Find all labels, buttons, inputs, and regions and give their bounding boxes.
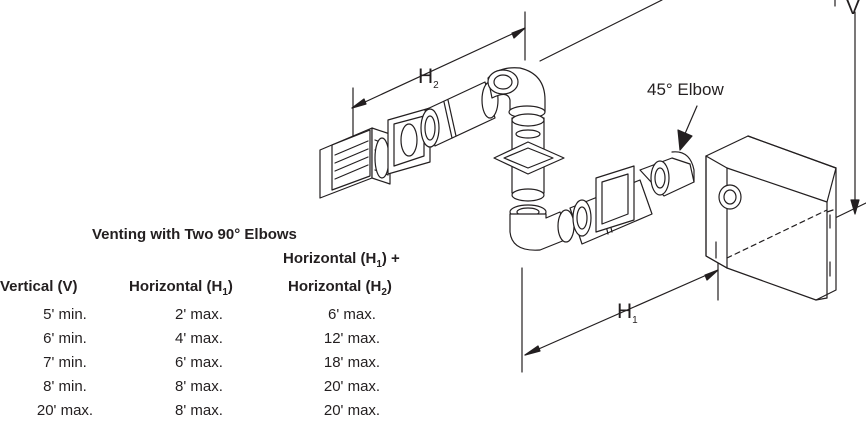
cell-h1: 8' max. [175,402,223,419]
termination-cap [319,127,391,199]
col-header-h1-pre: Horizontal (H [129,278,223,295]
col-header-sum-line2-sub: 2 [381,287,387,298]
vertical-pipe [493,113,565,202]
table-row: 20' max. 8' max. 20' max. [0,402,440,422]
table-row: 5' min. 2' max. 6' max. [0,306,440,326]
cell-vertical: 6' min. [43,330,87,347]
cell-sum: 12' max. [323,330,381,347]
col-header-sum-line1: Horizontal (H1) + [283,250,400,270]
elbow-45-label: 45° Elbow [647,80,724,99]
cell-vertical: 5' min. [43,306,87,323]
h1-label-letter: H [617,300,633,323]
v-label: V [846,0,861,19]
cell-vertical: 20' max. [36,402,94,419]
h1-label: H1 [617,300,638,326]
col-header-vertical: Vertical (V) [0,278,78,295]
cell-h1: 6' max. [175,354,223,371]
cell-h1: 2' max. [175,306,223,323]
col-header-h1-sub: 1 [222,287,228,298]
col-header-sum-line2-post: ) [386,278,392,295]
col-header-sum-line2-pre: Horizontal (H [288,278,382,295]
v-dimension [539,0,866,219]
cell-vertical: 8' min. [43,378,87,395]
appliance [705,135,837,301]
h2-label-letter: H [418,65,434,88]
table-row: 7' min. 6' max. 18' max. [0,354,440,374]
pipe-h2 [420,81,499,148]
cell-vertical: 7' min. [43,354,87,371]
col-header-sum-line1-pre: Horizontal (H [283,250,377,267]
col-header-sum-line1-sub: 1 [376,259,382,270]
table-row: 6' min. 4' max. 12' max. [0,330,440,350]
wall-plate-left [387,107,431,175]
h1-dimension [521,239,719,373]
cell-sum: 20' max. [323,378,381,395]
elbow-pointer-arrow [677,105,698,151]
table-title: Venting with Two 90° Elbows [92,226,297,243]
col-header-h1: Horizontal (H1) [129,278,233,298]
h1-label-sub: 1 [632,315,638,327]
h2-label: H2 [418,65,439,91]
cell-h1: 4' max. [175,330,223,347]
cell-h1: 8' max. [175,378,223,395]
elbow-45 [639,151,695,197]
elbow-90-bottom [509,204,575,251]
cell-sum: 20' max. [323,402,381,419]
h2-label-sub: 2 [433,80,439,92]
col-header-sum-line1-post: ) + [381,250,400,267]
cell-sum: 18' max. [323,354,381,371]
col-header-h1-post: ) [227,278,233,295]
elbow-90-top [487,67,546,119]
wall-plate-right [595,165,635,233]
table-row: 8' min. 8' max. 20' max. [0,378,440,398]
col-header-sum-line2: Horizontal (H2) [288,278,392,298]
cell-sum: 6' max. [328,306,376,323]
